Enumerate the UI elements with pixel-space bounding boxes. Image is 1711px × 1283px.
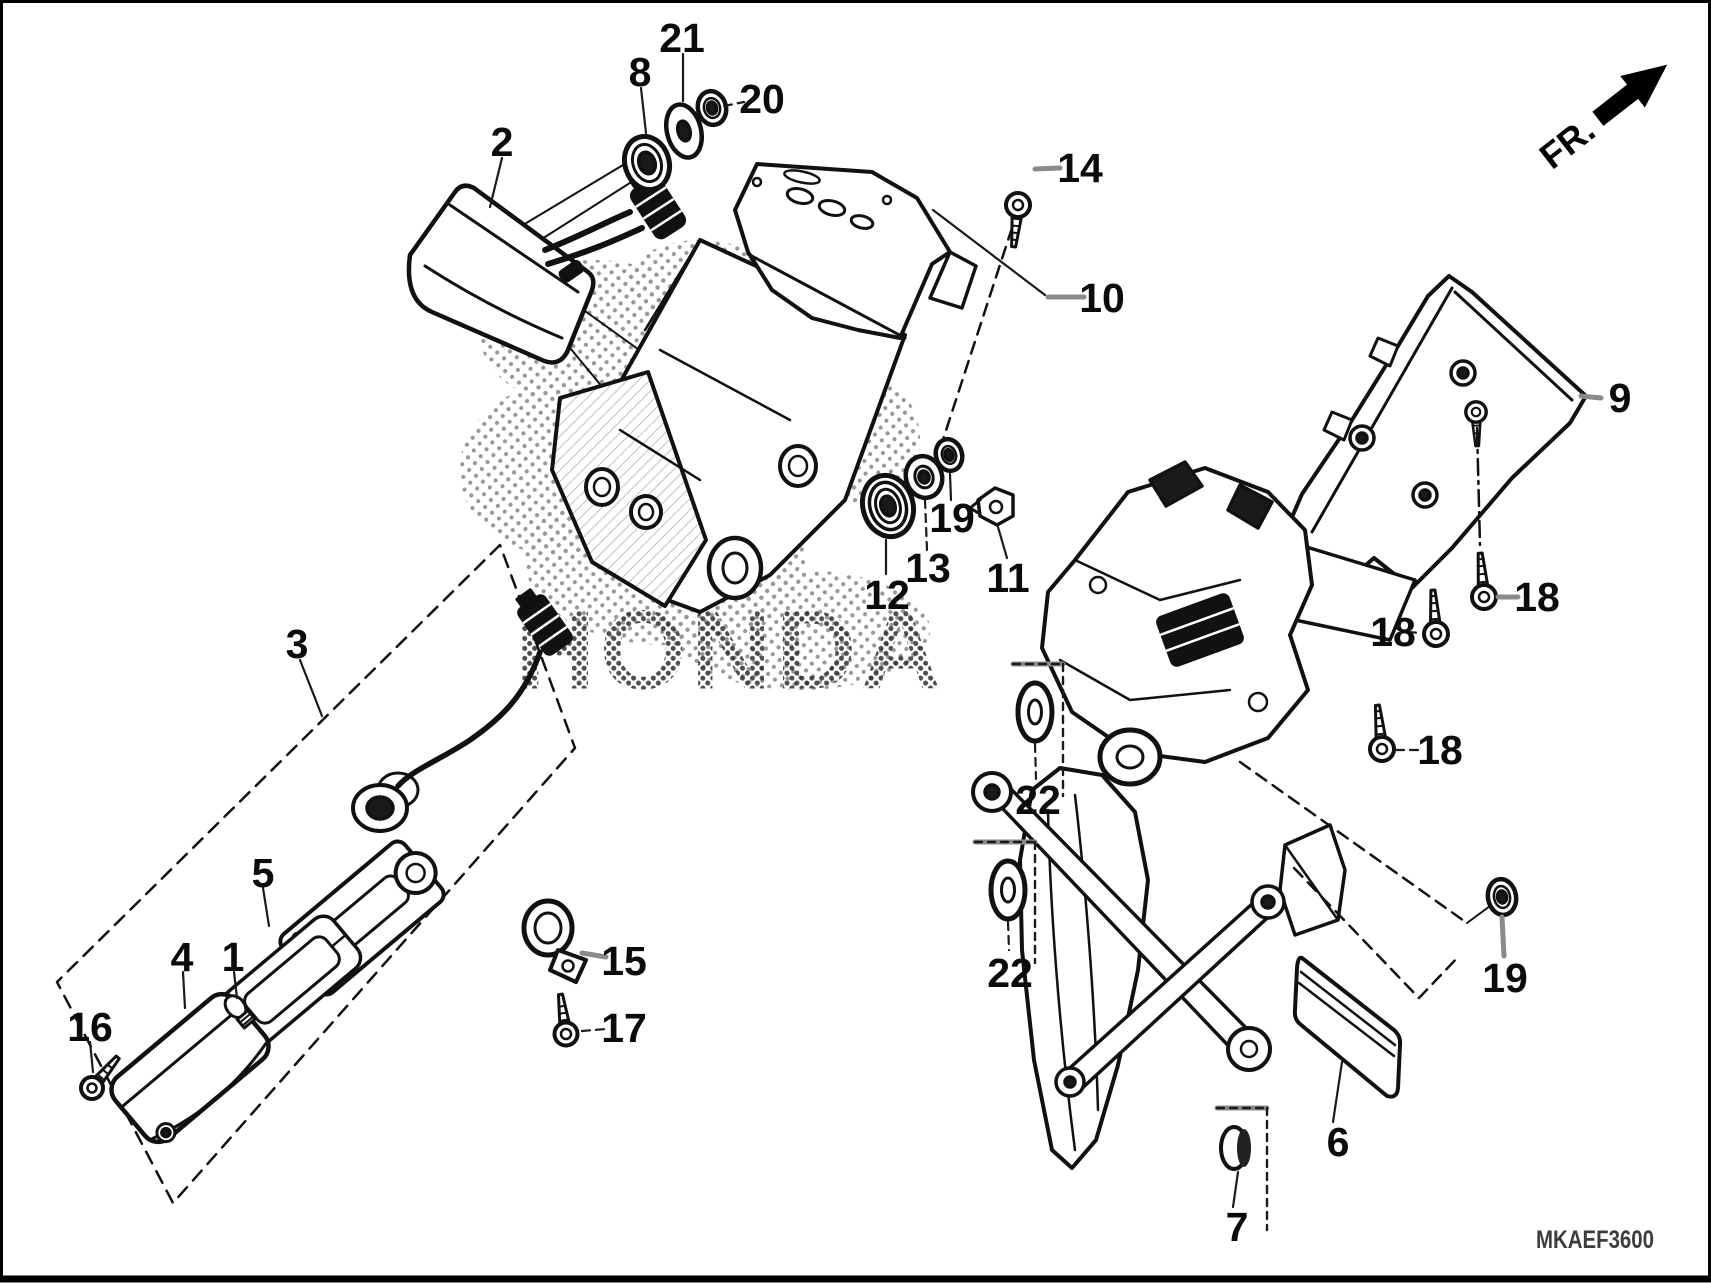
- part-callout-17: 17: [601, 1005, 647, 1051]
- rubber-7: [1219, 1125, 1251, 1171]
- honda-watermark: HONDA: [515, 588, 946, 713]
- screw-17: [552, 992, 580, 1048]
- part-callout-22: 22: [1015, 777, 1061, 823]
- washer-21: [664, 102, 704, 160]
- license-wire-3: [351, 588, 573, 833]
- part-callout-8: 8: [629, 49, 652, 95]
- part-callout-18: 18: [1370, 609, 1416, 655]
- washer-22-lower: [988, 858, 1028, 922]
- rear-fender-a-bracket: [550, 162, 978, 614]
- nut-19-left: [933, 436, 965, 474]
- part-callout-12: 12: [864, 572, 910, 618]
- part-callout-19: 19: [929, 495, 975, 541]
- screw-16: [79, 1054, 121, 1101]
- grommet-8: [621, 133, 673, 193]
- part-callout-9: 9: [1609, 375, 1632, 421]
- nut-19-right: [1485, 876, 1519, 918]
- front-direction-arrow-icon: [1592, 64, 1668, 126]
- part-callout-11: 11: [986, 555, 1029, 601]
- reflector-6: [1292, 955, 1403, 1099]
- bracket-callouts: [972, 661, 1270, 1232]
- part-callout-7: 7: [1226, 1204, 1249, 1250]
- assembly-pointer-dashes: [1238, 760, 1491, 1000]
- part-callout-13: 13: [905, 545, 951, 591]
- part-callout-1: 1: [222, 934, 245, 980]
- part-callout-3: 3: [286, 621, 309, 667]
- clip-nut-11: [968, 486, 1015, 527]
- clamp-15: [521, 898, 588, 984]
- part-callout-22: 22: [987, 950, 1033, 996]
- group-dashed-outline: [55, 543, 577, 1205]
- taillight-unit: [406, 183, 596, 365]
- part-callout-5: 5: [252, 850, 275, 896]
- grommet-12: [859, 472, 917, 540]
- bulb-1: [223, 994, 257, 1030]
- rear-fender-b: [1281, 274, 1588, 598]
- screw-18-upper: [1470, 551, 1498, 611]
- part-callout-21: 21: [659, 15, 705, 61]
- part-callout-2: 2: [491, 119, 514, 165]
- license-light-group: [55, 543, 577, 1205]
- part-callout-19: 19: [1482, 955, 1528, 1001]
- part-callout-16: 16: [67, 1004, 113, 1050]
- part-callout-20: 20: [739, 76, 785, 122]
- part-callout-18: 18: [1514, 574, 1560, 620]
- part-callout-10: 10: [1079, 275, 1125, 321]
- washer-22-upper: [1015, 680, 1055, 744]
- part-callout-18: 18: [1417, 727, 1463, 773]
- diagram-code: MKAEF3600: [1536, 1226, 1654, 1254]
- part-callout-15: 15: [601, 938, 647, 984]
- screw-18-middle: [1422, 588, 1450, 648]
- part-callout-14: 14: [1057, 145, 1103, 191]
- part-callout-6: 6: [1327, 1119, 1350, 1165]
- screw-14: [936, 191, 1032, 457]
- part-callout-4: 4: [171, 934, 194, 980]
- callout-leader-lines: [88, 52, 1604, 1232]
- collar-13: [903, 453, 945, 501]
- screw-18-lower: [1368, 703, 1396, 763]
